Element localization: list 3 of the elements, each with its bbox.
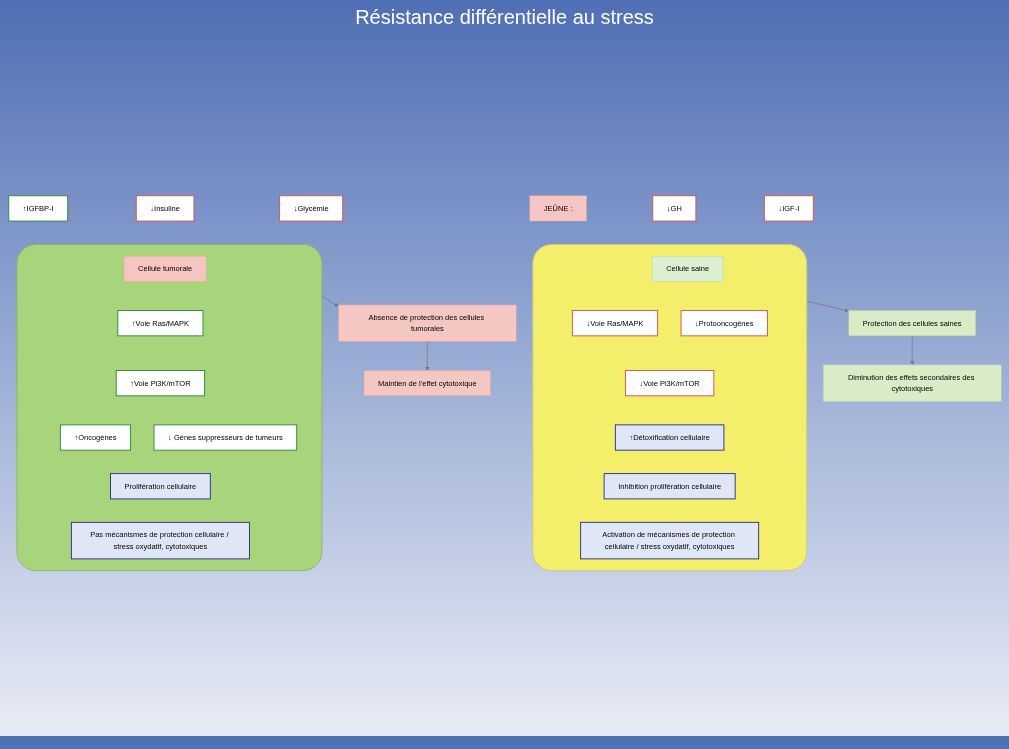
cluster (531, 244, 807, 572)
cluster (16, 244, 322, 572)
diagram-title: Résistance différentielle au stress (354, 5, 655, 30)
